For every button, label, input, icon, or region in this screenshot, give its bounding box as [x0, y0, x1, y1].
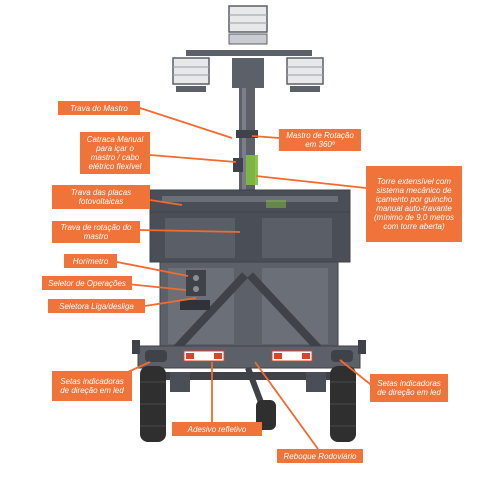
label-reboque: Reboque Rodoviário — [283, 451, 357, 461]
callout-reboque: Reboque Rodoviário — [277, 449, 363, 463]
lamp-assembly — [172, 5, 324, 92]
callout-setas-esq: Setas indicadoras de direção em led — [52, 371, 132, 401]
upper-enclosure — [149, 211, 351, 263]
callout-trava-mastro: Trava do Mastro — [58, 101, 140, 115]
label-seletor: Seletor de Operações — [48, 278, 126, 288]
label-horimetro: Horímetro — [72, 256, 109, 266]
callout-horimetro: Horímetro — [64, 254, 117, 268]
label-trava-rotacao: Trava de rotação do mastro — [60, 223, 132, 241]
label-torre: Torre extensível com sistema mecânico de… — [373, 177, 455, 231]
callout-trava-placas: Trava das placas fotovoltaicas — [52, 185, 150, 209]
callout-setas-dir: Setas indicadoras de direção em led — [370, 374, 448, 402]
trailer-chassis — [132, 340, 366, 407]
label-adesivo: Adesivo refletivo — [187, 424, 247, 434]
label-seletora: Seletora Liga/desliga — [59, 301, 134, 311]
callout-torre: Torre extensível com sistema mecânico de… — [366, 166, 462, 242]
callout-seletora: Seletora Liga/desliga — [48, 299, 145, 313]
label-setas-esq: Setas indicadoras de direção em led — [60, 377, 124, 395]
control-cabinet — [159, 261, 339, 353]
label-trava-mastro: Trava do Mastro — [70, 103, 128, 113]
wheels — [140, 366, 356, 442]
callout-seletor: Seletor de Operações — [42, 276, 132, 290]
label-catraca: Catraca Manual para içar o mastro / cabo… — [86, 135, 144, 171]
label-trava-placas: Trava das placas fotovoltaicas — [70, 188, 132, 206]
callout-mastro-rotacao: Mastro de Rotação em 360º — [279, 129, 361, 151]
callout-catraca: Catraca Manual para içar o mastro / cabo… — [80, 132, 150, 174]
callout-adesivo: Adesivo refletivo — [172, 422, 262, 436]
solar-panel-frame — [149, 189, 351, 213]
label-mastro-rotacao: Mastro de Rotação em 360º — [286, 131, 354, 149]
label-setas-dir: Setas indicadoras de direção em led — [377, 379, 441, 397]
callout-trava-rotacao: Trava de rotação do mastro — [52, 221, 140, 243]
